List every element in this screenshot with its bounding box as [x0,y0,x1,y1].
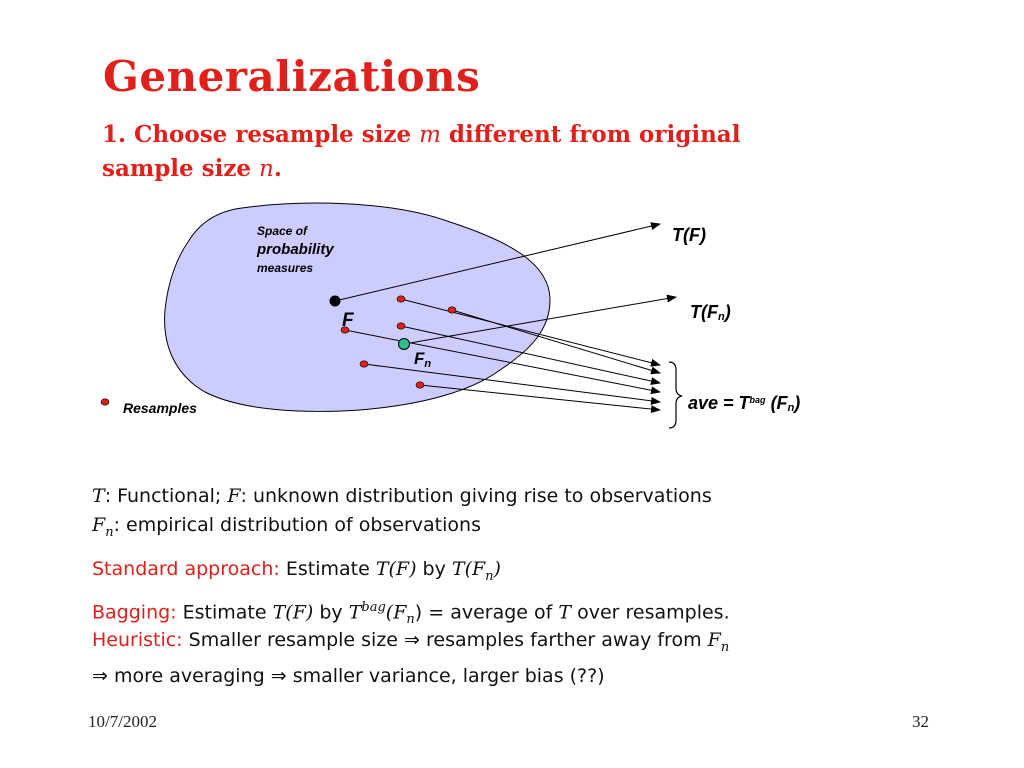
bagging-diagram: Space of probability measures F Fn T(F) … [100,202,800,429]
std-by: by [416,558,452,580]
slide-subtitle: 1. Choose resample size m different from… [102,118,862,186]
subtitle-line2-prefix: sample size [102,155,260,182]
resample-dot [396,295,406,303]
definition-T: T: Functional; F: unknown distribution g… [92,482,932,511]
ave-label-sup: bag [750,395,767,405]
resample-dot [447,306,457,314]
footer-date: 10/7/2002 [88,712,157,731]
resamples-legend-dot [100,398,110,406]
arrow-resample-1 [400,298,661,367]
Fn-label: Fn [414,349,431,370]
subtitle-m: m [419,122,441,148]
bag-Fn-b: ) = [414,601,451,624]
subtitle-mid: different from original [440,121,741,148]
bagging-text: Estimate [176,601,273,624]
heuristic-line1: Heuristic: Smaller resample size ⇒ resam… [92,626,932,662]
Fn-label-sub: n [424,358,431,370]
subtitle-n: n [259,156,274,182]
resample-dot [359,360,369,368]
definition-Fn-text: : empirical distribution of observations [113,514,481,536]
arrow-resample-3 [400,325,661,385]
symbol-Fn: F [92,514,106,536]
F-label: F [342,310,355,331]
bag-TF: T(F) [272,601,314,624]
heuristic-text: Smaller resample size ⇒ resamples farthe… [182,629,708,651]
bagging: Bagging: Estimate T(F) by Tbag(Fn) = ave… [92,591,932,634]
space-label-line2: probability [256,241,334,258]
standard-approach: Standard approach: Estimate T(F) by T(Fn… [92,555,932,591]
Fn-point [398,338,410,350]
heuristic-block: Heuristic: Smaller resample size ⇒ resam… [92,626,932,691]
TFn-label-b: ) [723,302,731,322]
bag-T: T [348,601,362,624]
probability-space-blob [164,202,551,412]
Fn-label-main: F [414,349,425,368]
TFn-label-a: T(F [690,302,719,322]
arrow-resample-2 [451,309,661,375]
space-label-line3: measures [257,261,313,275]
resamples-label: Resamples [123,400,197,416]
bag-Fn-sub: n [406,611,415,627]
definition-Fn: Fn: empirical distribution of observatio… [92,511,932,547]
std-TFn-sub: n [485,568,494,584]
F-point [329,295,341,307]
subtitle-prefix: 1. Choose resample size [102,121,420,148]
bag-rest-b: over resamples. [571,601,730,624]
standard-approach-text: Estimate [279,558,376,580]
approaches-block: Standard approach: Estimate T(F) by T(Fn… [92,555,932,634]
heur-F: F [707,629,721,651]
ave-brace [668,361,683,429]
resample-dot [396,322,406,330]
ave-label-sub: n [788,402,795,414]
arrow-resample-5 [363,363,661,405]
ave-label-c: ) [792,393,800,413]
TF-label: T(F) [672,225,706,245]
slide-title: Generalizations [103,52,481,101]
space-label-line1: Space of [257,224,308,238]
bagging-label: Bagging: [92,601,177,624]
heuristic-label: Heuristic: [92,629,183,651]
symbol-T: T [92,485,105,507]
bag-rest-T: T [558,601,572,624]
bag-by: by [313,601,349,624]
TFn-label: T(Fn) [690,302,731,323]
definition-T-text: : Functional; [104,485,228,507]
resample-dot [415,381,425,389]
symbol-Fn-sub: n [105,524,114,540]
definitions-block: T: Functional; F: unknown distribution g… [92,482,932,547]
ave-label: ave = Tbag (Fn) [688,393,800,414]
standard-approach-label: Standard approach: [92,558,280,580]
ave-label-a: ave = T [688,393,752,413]
bag-sup: bag [361,599,386,615]
subtitle-end: . [273,155,282,182]
footer-page-number: 32 [912,712,929,731]
symbol-F: F [227,485,241,507]
std-TFn-a: T(F [451,558,486,580]
definition-F-text: : unknown distribution giving rise to ob… [240,485,712,507]
TFn-label-sub: n [718,311,725,323]
resample-dot [340,326,350,334]
ave-label-b: (F [766,393,789,413]
std-TFn-b: ) [493,558,501,580]
bag-Fn-a: (F [385,601,407,624]
arrow-F-to-TF [334,222,661,302]
std-TF: T(F) [375,558,417,580]
arrow-resample-6 [419,384,661,414]
heuristic-line2: ⇒ more averaging ⇒ smaller variance, lar… [92,664,605,687]
bag-rest-a: average of [450,601,559,624]
heur-F-sub: n [720,639,730,655]
arrow-resample-4 [344,329,661,395]
